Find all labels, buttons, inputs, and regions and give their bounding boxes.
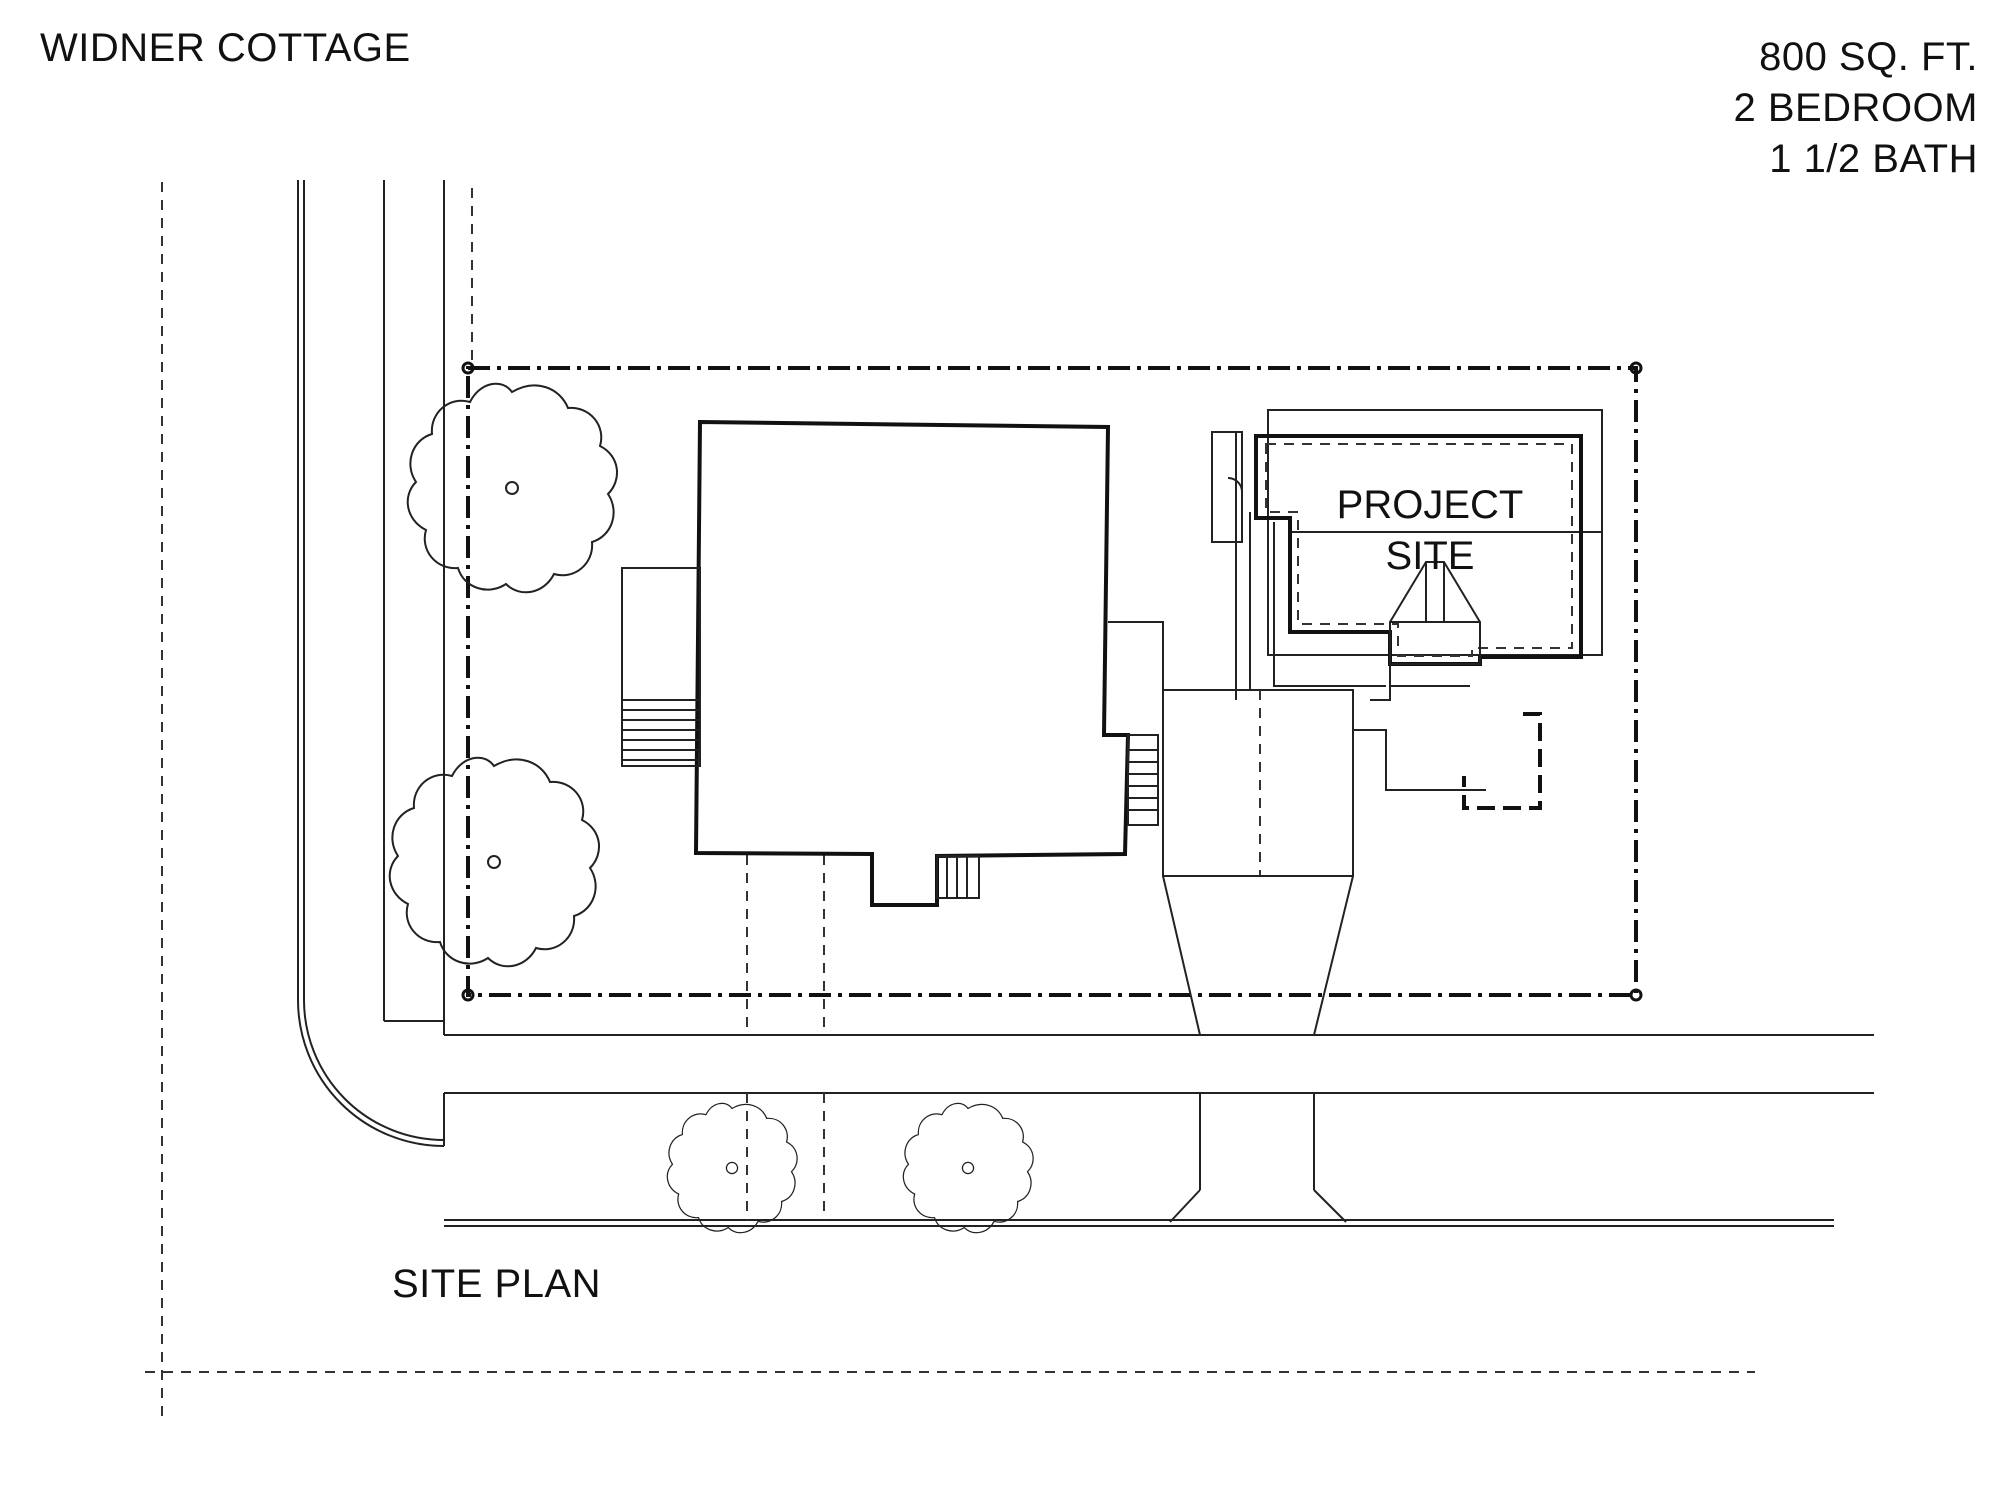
drawing-title: WIDNER COTTAGE xyxy=(40,26,411,70)
garage xyxy=(1162,689,1354,877)
bath-spec: 1 1/2 BATH xyxy=(1769,137,1978,181)
project-label-line-2: SITE xyxy=(1385,534,1475,578)
bedroom-spec: 2 BEDROOM xyxy=(1733,86,1978,130)
project-site-cottage xyxy=(1211,409,1603,791)
side-sidewalk xyxy=(383,180,445,1035)
future-structure-outline xyxy=(1462,712,1542,810)
specifications-block: 800 SQ. FT. 2 BEDROOM 1 1/2 BATH xyxy=(1733,32,1978,185)
tree-icon xyxy=(666,1102,798,1234)
tree-icon xyxy=(406,382,619,594)
property-corner-marker xyxy=(1629,361,1643,375)
west-stairs xyxy=(621,567,701,767)
area-spec: 800 SQ. FT. xyxy=(1759,35,1978,79)
property-corner-marker xyxy=(1629,988,1643,1002)
driveway xyxy=(1162,875,1354,1036)
front-sidewalk xyxy=(443,1034,1874,1227)
property-corner-marker xyxy=(461,361,475,375)
tree-icon xyxy=(902,1102,1034,1234)
project-label-line-1: PROJECT xyxy=(1336,483,1524,527)
cross-street xyxy=(297,180,445,1147)
property-boundary xyxy=(466,366,1638,997)
tree-icon xyxy=(388,756,601,968)
project-site-label: PROJECT SITE xyxy=(1330,480,1530,582)
rear-steps xyxy=(936,855,980,899)
property-corner-marker xyxy=(461,988,475,1002)
site-plan-caption: SITE PLAN xyxy=(392,1262,602,1306)
curb-cut xyxy=(1169,1093,1347,1223)
east-porch xyxy=(1108,621,1164,826)
main-house-outline xyxy=(693,419,1131,907)
